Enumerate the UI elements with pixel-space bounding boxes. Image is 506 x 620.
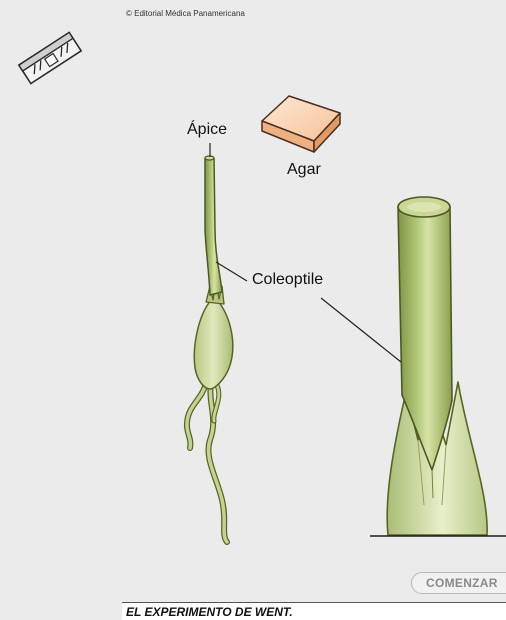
apex-label: Ápice [187, 121, 227, 139]
caption-text: EL EXPERIMENTO DE WENT. [126, 605, 293, 619]
coleoptile-leader-large [321, 298, 401, 362]
razor-blade-icon [19, 32, 81, 83]
copyright-notice: © Editorial Médica Panamericana [126, 9, 245, 18]
start-button[interactable]: COMENZAR [411, 572, 506, 594]
agar-label: Agar [287, 161, 321, 179]
coleoptile-label: Coleoptile [252, 271, 323, 289]
seedling [187, 156, 233, 542]
agar-block [262, 96, 340, 152]
caption-bar: EL EXPERIMENTO DE WENT. [122, 602, 506, 620]
coleoptile-magnified [387, 197, 487, 535]
